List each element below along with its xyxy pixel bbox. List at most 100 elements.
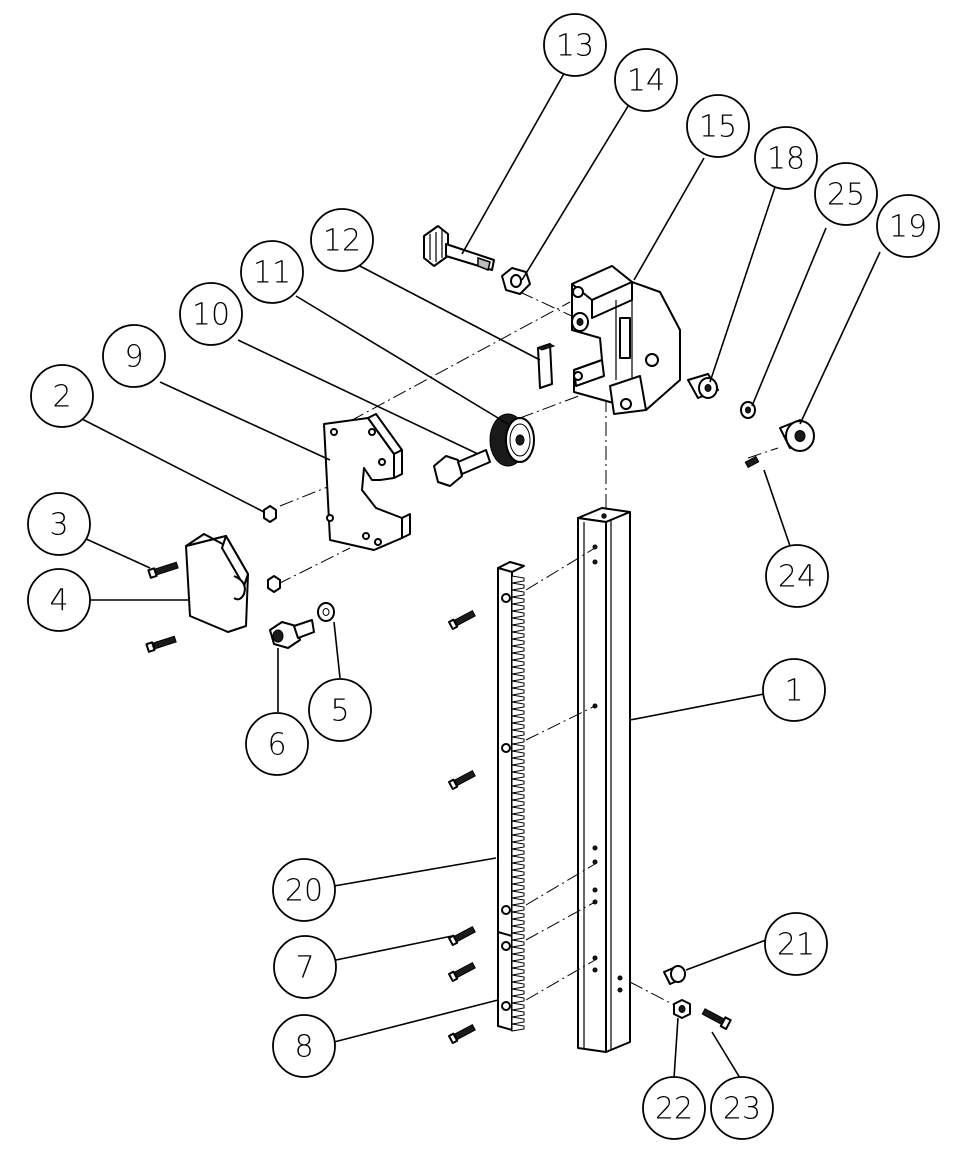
alignment-lines [277,291,779,1007]
callout-20: 20 [272,858,336,922]
rack-tooth [511,953,525,962]
rack-tooth [511,666,525,675]
rack-tooth [511,911,525,920]
rack-tooth [511,722,525,731]
part-6-cap-screw [269,619,315,649]
svg-text:12: 12 [323,224,361,259]
part-19-collar [779,419,815,452]
svg-text:2: 2 [52,380,71,415]
rack-tooth [511,638,525,647]
svg-text:21: 21 [777,928,815,963]
rack-tooth [511,603,525,612]
rack-tooth [511,1023,525,1032]
rack-tooth [511,715,525,724]
rack-tooth [511,785,525,794]
callout-8: 8 [272,1014,336,1078]
rack-screws [447,609,476,1045]
svg-text:19: 19 [889,210,927,245]
rack-tooth [511,729,525,738]
callout-6: 6 [245,712,309,776]
rack-tooth [511,694,525,703]
rack-tooth [511,1009,525,1018]
svg-text:4: 4 [49,584,68,619]
part-14-washer [571,312,589,332]
rack-tooth [511,848,525,857]
rack-tooth [511,827,525,836]
callout-bubbles: 13 14 15 18 25 19 12 11 10 9 2 3 4 5 6 2… [27,13,940,1140]
rack-tooth [511,883,525,892]
rack-tooth [511,820,525,829]
svg-text:8: 8 [294,1030,313,1065]
rack-tooth [511,799,525,808]
rack-tooth [511,673,525,682]
part-9-bracket [323,413,411,551]
svg-text:9: 9 [124,340,143,375]
rack-tooth [511,610,525,619]
callout-24: 24 [765,544,829,608]
rack-tooth [511,624,525,633]
rack-tooth [511,855,525,864]
rack-tooth [511,946,525,955]
rack-tooth [511,813,525,822]
rack-tooth [511,974,525,983]
rack-tooth [511,687,525,696]
part-23-screw [701,1008,732,1030]
rack-tooth [511,778,525,787]
rack-tooth [511,771,525,780]
part-24-set-screw [744,455,760,469]
callout-18: 18 [754,126,818,190]
svg-text:24: 24 [778,560,816,595]
callout-13: 13 [543,13,607,77]
callout-10: 10 [179,282,243,346]
part-8-gear-rack [497,931,513,1031]
svg-text:23: 23 [723,1092,761,1127]
part-25-washer [740,401,756,419]
svg-text:3: 3 [49,508,68,543]
rack-tooth [511,988,525,997]
rack-tooth [511,841,525,850]
part-14-nut [501,267,531,295]
rack-tooth [511,645,525,654]
rack-tooth [511,904,525,913]
callout-22: 22 [642,1076,706,1140]
svg-text:25: 25 [827,178,865,213]
svg-text:10: 10 [192,298,230,333]
rack-tooth [511,792,525,801]
rack-tooth [511,680,525,689]
part-12-key [536,343,556,389]
rack-tooth [511,652,525,661]
rack-tooth [511,589,525,598]
rack-tooth [511,960,525,969]
rack-tooth [511,743,525,752]
rack-tooth [511,575,525,584]
svg-text:11: 11 [253,256,291,291]
svg-text:13: 13 [556,29,594,64]
svg-text:18: 18 [767,142,805,177]
rack-tooth [511,876,525,885]
part-5-washer [317,602,335,622]
rack-tooth [511,736,525,745]
callout-23: 23 [710,1076,774,1140]
rack-tooth [511,897,525,906]
rack-tooth [511,869,525,878]
rack-tooth [511,659,525,668]
rack-tooth [511,750,525,759]
rack-tooth [511,939,525,948]
callout-2: 2 [30,364,94,428]
svg-text:5: 5 [330,694,349,729]
part-15-carriage [571,265,681,415]
callout-14: 14 [614,48,678,112]
rack-tooth [511,617,525,626]
rack-tooth [511,582,525,591]
callout-15: 15 [686,94,750,158]
part-2-nut [263,505,281,593]
part-11-pinion-gear [489,413,535,467]
part-21-spacer [663,965,686,985]
part-4-block [185,533,249,633]
callout-19: 19 [876,194,940,258]
rack-tooth [511,834,525,843]
rack-teeth [511,575,525,1032]
svg-text:22: 22 [655,1092,693,1127]
svg-text:14: 14 [627,64,665,99]
rack-tooth [511,806,525,815]
